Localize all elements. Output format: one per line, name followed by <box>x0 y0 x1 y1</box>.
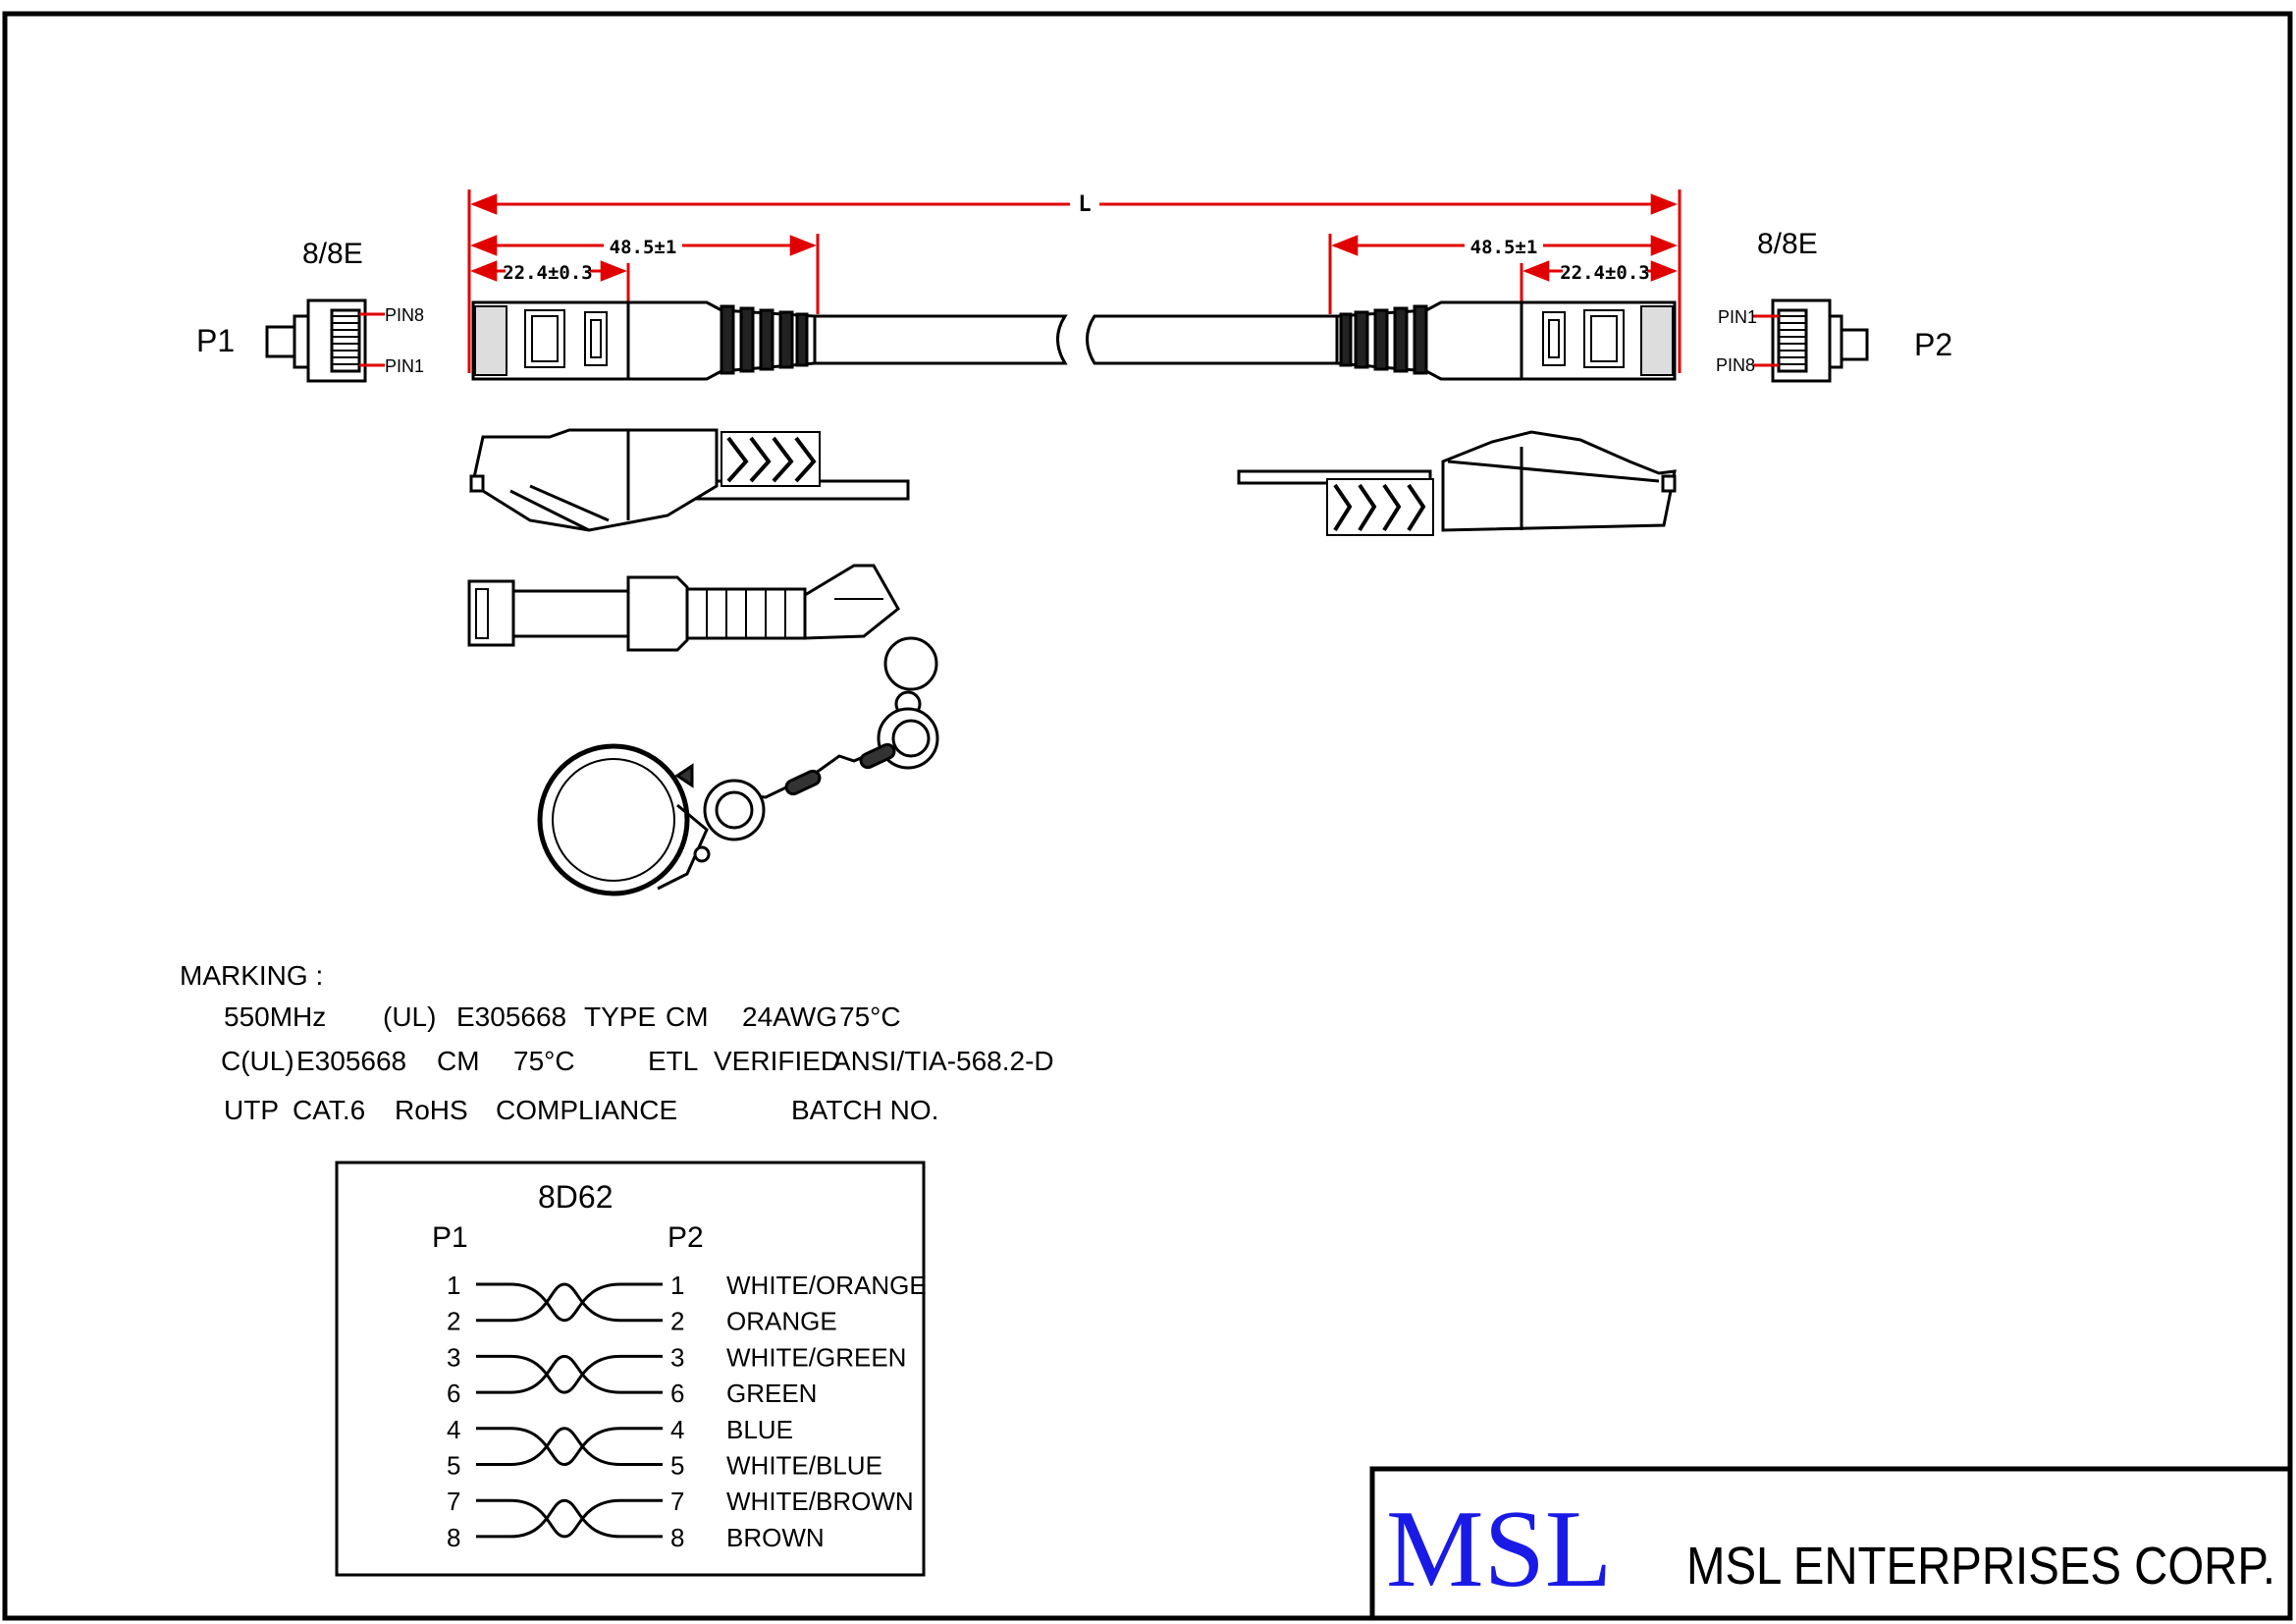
marking-title: MARKING : <box>180 960 323 991</box>
title-block: MSL MSL ENTERPRISES CORP. <box>1369 1466 2290 1618</box>
marking-l1-2: E305668 <box>456 1001 566 1032</box>
p2-type-label: 8/8E <box>1757 228 1818 260</box>
wiring-p1-pin: 5 <box>447 1451 460 1481</box>
twisted-pair-wire <box>476 1427 663 1467</box>
cable-top-view <box>471 300 1677 381</box>
wiring-color-label: WHITE/BLUE <box>726 1451 882 1481</box>
company-name: MSL ENTERPRISES CORP. <box>1686 1537 2275 1596</box>
marking-l1-3: TYPE <box>584 1001 656 1032</box>
marking-l2-2: CM <box>437 1046 480 1076</box>
wiring-p2-pin: 3 <box>670 1342 684 1372</box>
keychain-view <box>467 564 939 896</box>
marking-l2-1: E305668 <box>296 1046 406 1076</box>
sheet-border <box>2 11 2293 1621</box>
wiring-title: 8D62 <box>538 1179 614 1215</box>
twisted-pair-wire <box>476 1498 663 1539</box>
wiring-p2-pin: 8 <box>670 1523 684 1552</box>
wiring-color-label: GREEN <box>726 1379 817 1408</box>
dim-boot-length-left: 48.5±1 <box>610 237 677 258</box>
marking-l2-3: 75°C <box>513 1046 575 1076</box>
dim-plug-length-right: 22.4±0.3 <box>1560 262 1650 284</box>
p1-end-view: 8/8E P1 PIN8 PIN1 <box>196 238 424 383</box>
p1-pin-bottom: PIN1 <box>385 356 424 376</box>
marking-l2-0: C(UL) <box>221 1046 294 1076</box>
wiring-p1-pin: 8 <box>447 1523 460 1552</box>
wiring-p2-pin: 1 <box>670 1271 684 1300</box>
left-side-view <box>469 428 910 532</box>
dim-overall-length: L <box>1078 192 1091 217</box>
p2-pin-top: PIN1 <box>1718 307 1757 327</box>
wiring-p1-pin: 1 <box>447 1271 460 1300</box>
right-side-view <box>1237 430 1677 536</box>
company-logo: MSL <box>1386 1489 1612 1610</box>
marking-l3-0: UTP <box>224 1095 279 1125</box>
wiring-color-label: WHITE/GREEN <box>726 1342 906 1372</box>
p1-type-label: 8/8E <box>302 238 363 270</box>
p2-pin-bottom: PIN8 <box>1716 355 1755 375</box>
marking-l1-4: CM <box>666 1001 709 1032</box>
dim-boot-length-right: 48.5±1 <box>1470 237 1538 258</box>
wiring-p1-pin: 7 <box>447 1487 460 1516</box>
marking-l2-6: ANSI/TIA-568.2-D <box>832 1046 1054 1076</box>
marking-l1-0: 550MHz <box>224 1001 326 1032</box>
marking-l3-3: COMPLIANCE <box>496 1095 677 1125</box>
marking-l3-2: RoHS <box>395 1095 468 1125</box>
dim-plug-length-left: 22.4±0.3 <box>503 262 593 284</box>
p1-label: P1 <box>196 323 235 358</box>
wiring-color-label: ORANGE <box>726 1307 837 1336</box>
marking-l2-5: VERIFIED <box>714 1046 840 1076</box>
marking-block: MARKING : 550MHz (UL) E305668 TYPE CM 24… <box>180 960 1054 1125</box>
wiring-p2-pin: 4 <box>670 1415 684 1444</box>
wiring-color-label: BROWN <box>726 1523 825 1552</box>
twisted-pair-wire <box>476 1282 663 1323</box>
wiring-p1-pin: 6 <box>447 1379 460 1408</box>
twisted-pair-wire <box>476 1354 663 1394</box>
wiring-color-label: WHITE/ORANGE <box>726 1271 927 1300</box>
marking-l1-6: 75°C <box>839 1001 901 1032</box>
marking-l2-4: ETL <box>648 1046 698 1076</box>
wiring-p1-pin: 4 <box>447 1415 460 1444</box>
wiring-p2-pin: 2 <box>670 1307 684 1336</box>
marking-l3-1: CAT.6 <box>293 1095 365 1125</box>
wiring-col-left: P1 <box>432 1221 468 1254</box>
p2-label: P2 <box>1914 327 1952 362</box>
p2-end-view: 8/8E P2 PIN1 PIN8 <box>1716 228 1952 383</box>
twisted-pair-wire <box>476 1498 663 1539</box>
marking-l1-1: (UL) <box>383 1001 436 1032</box>
wiring-col-right: P2 <box>667 1221 704 1254</box>
wiring-color-label: BLUE <box>726 1415 793 1444</box>
wiring-p2-pin: 7 <box>670 1487 684 1516</box>
marking-l3-4: BATCH NO. <box>791 1095 938 1125</box>
twisted-pair-wire <box>476 1282 663 1323</box>
wiring-p2-pin: 5 <box>670 1451 684 1481</box>
marking-l1-5: 24AWG <box>742 1001 837 1032</box>
wiring-color-label: WHITE/BROWN <box>726 1487 914 1516</box>
twisted-pair-wire <box>476 1427 663 1466</box>
wiring-p1-pin: 2 <box>447 1307 460 1336</box>
wiring-p1-pin: 3 <box>447 1342 460 1372</box>
p1-pin-top: PIN8 <box>385 305 424 325</box>
twisted-pair-wire <box>476 1354 663 1394</box>
wiring-box <box>335 1161 926 1577</box>
wiring-p2-pin: 6 <box>670 1379 684 1408</box>
